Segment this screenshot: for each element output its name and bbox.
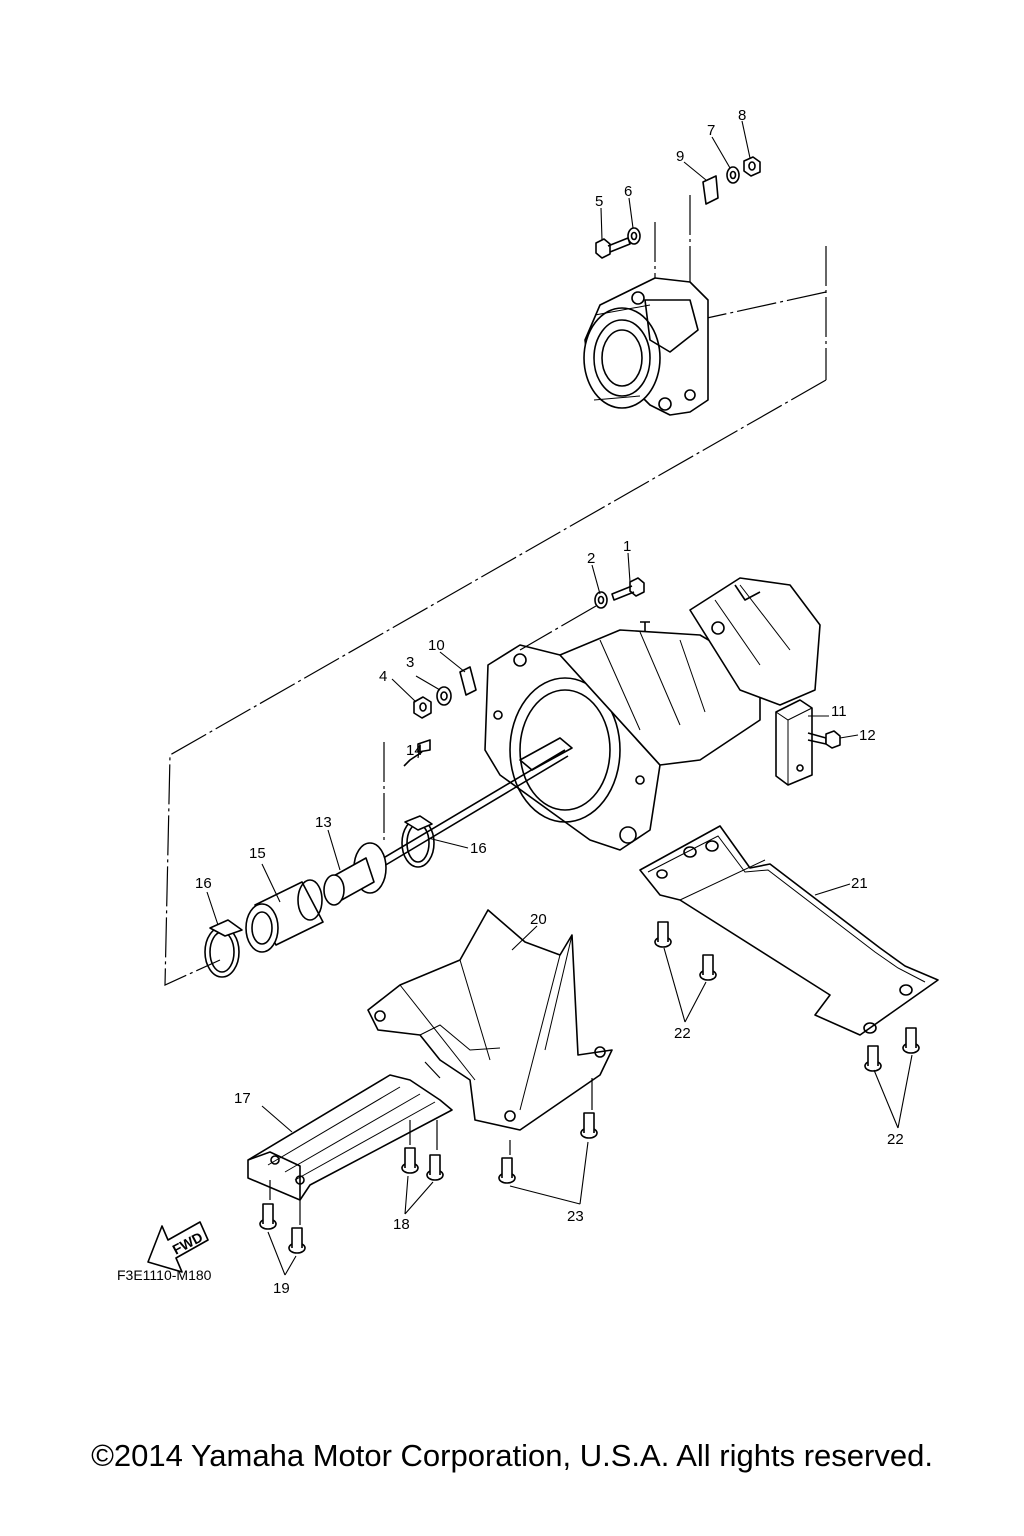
part-22-screw-d: [902, 1027, 920, 1054]
jet-pump-assembly: [379, 577, 821, 867]
part-19-screw-a: [259, 1203, 277, 1230]
callout-13: 13: [315, 814, 332, 831]
part-21-plate: [639, 825, 939, 1036]
part-22-screw-b: [699, 954, 717, 981]
part-4-nut: [413, 696, 432, 719]
part-18-screw-a: [401, 1147, 419, 1174]
callout-16-lower: 16: [195, 875, 212, 892]
part-12-bolt: [807, 730, 841, 749]
part-5-bolt: [595, 237, 631, 259]
part-18-screw-b: [426, 1154, 444, 1181]
leader-lines: [206, 120, 913, 1276]
callout-22-right: 22: [887, 1131, 904, 1148]
part-10-clip: [459, 666, 477, 696]
part-7-washer: [726, 166, 740, 184]
callout-3: 3: [406, 654, 414, 671]
callouts: 1 2 3 4 5 6 7 8 9 10 11 12 13 14 15 16 1…: [195, 107, 904, 1297]
assembly-outline: [164, 195, 827, 986]
callout-14: 14: [406, 742, 423, 759]
diagram-code: F3E1110-M180: [117, 1267, 212, 1283]
callout-8: 8: [738, 107, 746, 124]
nozzle-housing: [583, 277, 709, 416]
callout-19: 19: [273, 1280, 290, 1297]
part-9-plate: [702, 175, 719, 205]
part-1-bolt: [611, 577, 645, 601]
part-8-nut: [743, 156, 761, 177]
callout-5: 5: [595, 193, 603, 210]
part-22-screw-c: [864, 1045, 882, 1072]
callout-6: 6: [624, 183, 632, 200]
callout-9: 9: [676, 148, 684, 165]
callout-18: 18: [393, 1216, 410, 1233]
part-13-sleeve: [323, 842, 387, 906]
part-6-washer: [627, 227, 641, 245]
part-23-screw-a: [498, 1157, 516, 1184]
part-22-screw-a: [654, 921, 672, 948]
part-17-grate: [247, 1074, 453, 1201]
fwd-arrow-icon: FWD: [147, 1221, 209, 1273]
callout-23: 23: [567, 1208, 584, 1225]
callout-4: 4: [379, 668, 387, 685]
callout-15: 15: [249, 845, 266, 862]
callout-2: 2: [587, 550, 595, 567]
part-15-hose: [245, 879, 324, 953]
callout-7: 7: [707, 122, 715, 139]
copyright-notice: ©2014 Yamaha Motor Corporation, U.S.A. A…: [91, 1438, 933, 1473]
callout-11: 11: [831, 703, 847, 720]
callout-20: 20: [530, 911, 547, 928]
callout-21: 21: [851, 875, 868, 892]
callout-1: 1: [623, 538, 631, 555]
part-19-screw-b: [288, 1227, 306, 1254]
part-16-clamp-upper: [401, 815, 435, 868]
callout-12: 12: [859, 727, 876, 744]
callout-10: 10: [428, 637, 445, 654]
part-2-washer: [594, 591, 608, 609]
part-23-screw-b: [580, 1112, 598, 1139]
part-11-block: [775, 699, 813, 786]
callout-16-upper: 16: [470, 840, 487, 857]
callout-17: 17: [234, 1090, 251, 1107]
part-16-clamp-lower: [204, 919, 243, 978]
part-3-washer: [436, 686, 452, 706]
callout-22-left: 22: [674, 1025, 691, 1042]
